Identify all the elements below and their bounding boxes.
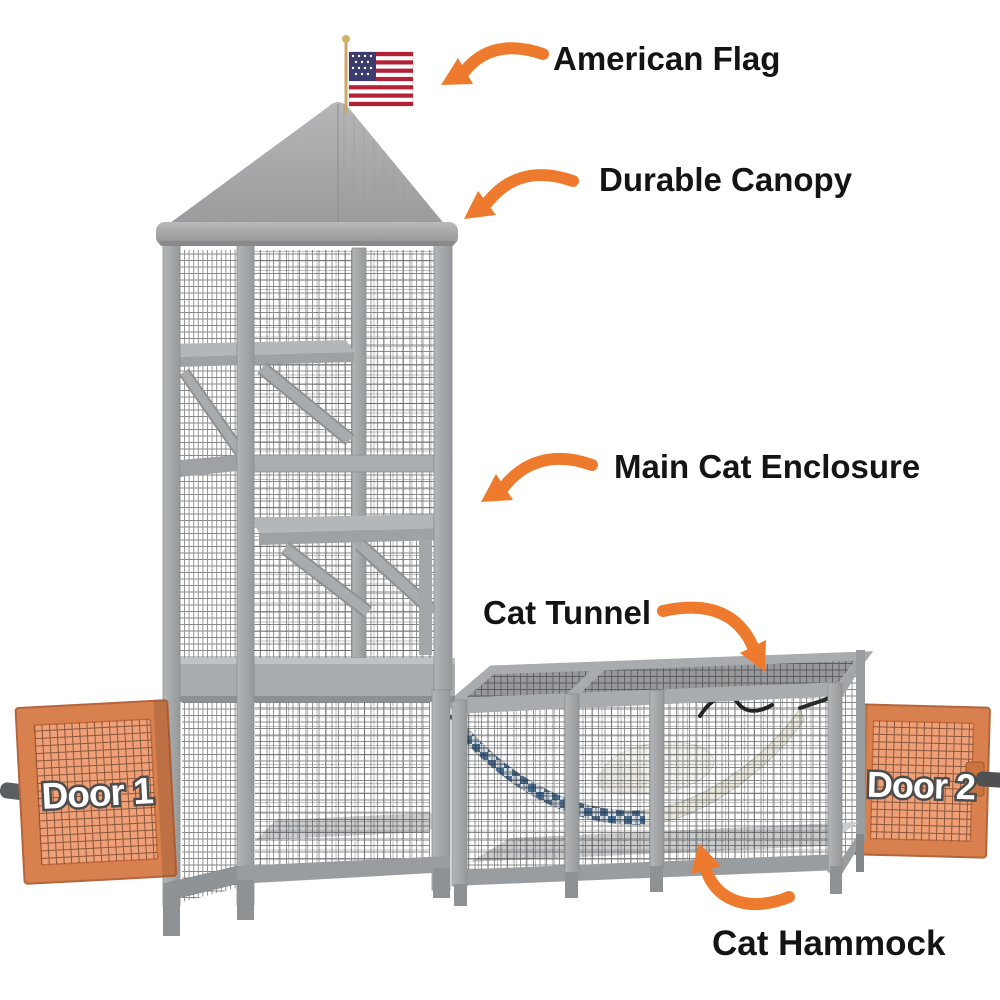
door-2 [853,703,1000,859]
door-1 [0,699,178,885]
main-tower [162,237,455,936]
door2-latch [965,761,1000,797]
door2-label: Door 2 [866,764,975,808]
callout-label-enclosure: Main Cat Enclosure [614,448,921,485]
hammock-arrow-icon [691,843,795,911]
canopy [156,102,458,246]
enclosure-arrow-icon [481,452,598,502]
callout-arrows [441,42,795,911]
door1-label: Door 1 [40,770,154,817]
tunnel-arrow-icon [657,601,766,672]
callout-label-hammock: Cat Hammock [712,924,946,963]
cat-tunnel [439,650,874,906]
callout-label-canopy: Durable Canopy [599,161,853,198]
canopy-arrow-icon [464,169,579,219]
callout-label-flag: American Flag [553,40,781,77]
american-flag [342,35,414,114]
flag-arrow-icon [441,42,549,85]
callout-label-tunnel: Cat Tunnel [483,594,652,631]
